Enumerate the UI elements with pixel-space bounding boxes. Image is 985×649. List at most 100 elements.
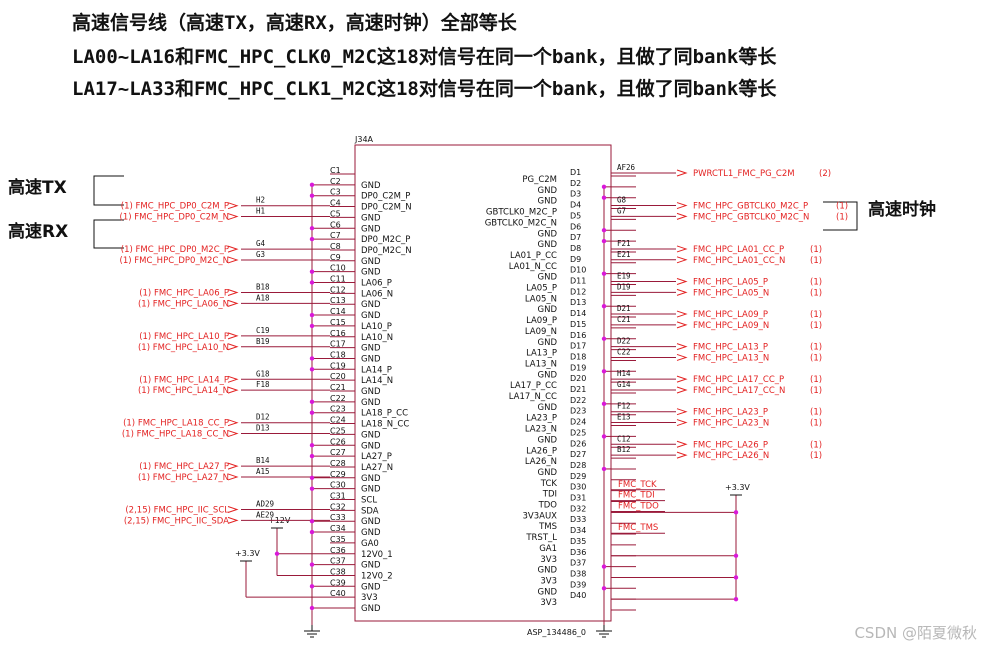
junction-dot — [601, 401, 607, 407]
pin-number-d: D36 — [570, 548, 586, 557]
pin-number-d: D31 — [570, 494, 586, 503]
component-ref: J34A — [354, 135, 374, 144]
pin-number-d: D3 — [570, 190, 581, 199]
ball-label-right: G8 — [617, 196, 627, 205]
pin-number-d: D7 — [570, 233, 581, 242]
pin-number-c: C37 — [330, 557, 346, 566]
net-label-left: (1) FMC_HPC_DP0_C2M_P — [121, 202, 229, 212]
net-label-right: FMC_HPC_LA05_N — [693, 288, 769, 298]
pin-number-c: C24 — [330, 416, 346, 425]
header-line-3: LA17~LA33和FMC_HPC_CLK1_M2C这18对信号在同一个bank… — [72, 78, 777, 100]
pin-number-d: D8 — [570, 244, 581, 253]
pin-name-c: GND — [361, 582, 381, 592]
pin-name-d: LA26_N — [525, 457, 557, 467]
pin-number-c: C27 — [330, 448, 346, 457]
net-ref-right: (1) — [810, 310, 822, 320]
pin-name-d: GND — [538, 186, 558, 196]
pin-name-d: TMS — [538, 522, 557, 532]
pin-name-c: GND — [361, 398, 381, 408]
net-arrow — [676, 288, 688, 296]
pin-number-d: D12 — [570, 287, 586, 296]
pin-name-d: GND — [538, 566, 558, 576]
ball-label-right: D21 — [617, 304, 631, 313]
pin-name-c: 12V0_2 — [361, 571, 393, 581]
pin-number-c: C26 — [330, 437, 346, 446]
net-label-left: (1) FMC_HPC_LA27_P — [139, 462, 229, 472]
pin-number-c: C16 — [330, 329, 346, 338]
pin-number-c: C23 — [330, 405, 346, 414]
pin-name-c: GA0 — [361, 539, 379, 549]
pin-number-d: D18 — [570, 352, 586, 361]
ball-label-right: C21 — [617, 315, 631, 324]
pin-number-d: D11 — [570, 277, 586, 286]
clk-bracket — [823, 201, 858, 231]
ball-label-right: F21 — [617, 239, 631, 248]
component-part: ASP_134486_0 — [527, 628, 586, 637]
pin-number-d: D1 — [570, 168, 581, 177]
net-ref-right: (1) — [810, 278, 822, 288]
ball-label-right: F12 — [617, 402, 631, 411]
pin-name-d: LA23_N — [525, 425, 557, 435]
annotation-clk: 高速时钟 — [868, 199, 936, 220]
net-ref-right: (1) — [810, 321, 822, 331]
pin-name-c: LA10_N — [361, 333, 393, 343]
pin-name-c: GND — [361, 300, 381, 310]
net-label-left: (2,15) FMC_HPC_IIC_SDA — [124, 516, 229, 526]
junction-dot — [601, 336, 607, 341]
junction-dot — [309, 486, 315, 491]
pin-name-c: GND — [361, 528, 381, 538]
pin-name-d: GND — [538, 468, 558, 478]
ball-label-left: B19 — [256, 337, 270, 346]
junction-dot — [733, 553, 739, 558]
pin-name-c: DP0_M2C_N — [361, 246, 412, 256]
pin-number-c: C32 — [330, 502, 346, 511]
pin-number-c: C11 — [330, 275, 346, 284]
ball-label-right: H14 — [617, 369, 631, 378]
pin-name-d: 3V3 — [540, 576, 557, 586]
pin-number-c: C12 — [330, 285, 346, 294]
junction-dot — [309, 519, 315, 524]
pin-name-c: 12V0_1 — [361, 550, 393, 560]
net-label-left: (1) FMC_HPC_LA10_N — [138, 343, 229, 353]
component-body — [354, 144, 612, 622]
ball-label-left: H2 — [256, 196, 265, 205]
pin-name-d: GBTCLK0_M2C_N — [485, 218, 557, 228]
pin-name-d: GND — [538, 435, 558, 445]
pin-name-c: GND — [361, 474, 381, 484]
ball-label-right: E13 — [617, 413, 631, 422]
pin-number-d: D9 — [570, 255, 581, 264]
junction-dot — [601, 564, 607, 569]
pin-name-d: GND — [538, 403, 558, 413]
junction-dot — [601, 195, 607, 200]
pin-name-c: GND — [361, 485, 381, 495]
junction-dot — [309, 226, 315, 231]
net-arrow — [227, 245, 239, 253]
pin-number-d: D40 — [570, 591, 586, 600]
pin-name-c: GND — [361, 387, 381, 397]
pin-name-d: TDI — [542, 490, 557, 500]
pin-name-d: LA23_P — [526, 414, 557, 424]
pin-number-d: D35 — [570, 537, 586, 546]
ball-label-left: G18 — [256, 369, 270, 378]
pin-name-d: TDO — [538, 501, 558, 511]
pin-number-d: D5 — [570, 211, 581, 220]
pin-name-d: 3V3AUX — [523, 511, 558, 521]
power-3v3-left: +3.3V — [235, 549, 260, 558]
pin-number-c: C19 — [330, 361, 346, 370]
net-label-right: FMC_HPC_LA05_P — [693, 278, 768, 288]
junction-dot — [601, 271, 607, 276]
junction-dot — [733, 510, 739, 515]
net-ref-right: (1) — [810, 419, 822, 429]
junction-dot — [733, 596, 739, 602]
pin-number-d: D22 — [570, 396, 586, 405]
net-label-right: FMC_HPC_LA13_P — [693, 343, 768, 353]
pin-number-c: C8 — [330, 242, 341, 251]
net-label-right: FMC_HPC_LA23_N — [693, 419, 769, 429]
pin-number-c: C35 — [330, 535, 346, 544]
header-line-1: 高速信号线（高速TX，高速RX，高速时钟）全部等长 — [72, 12, 517, 34]
ball-label-left: A18 — [256, 293, 270, 302]
pin-number-c: C9 — [330, 253, 341, 262]
net-label-right: FMC_HPC_LA13_N — [693, 353, 769, 363]
ball-label-left: C19 — [256, 326, 270, 335]
net-label-right: FMC_HPC_LA17_CC_P — [693, 375, 784, 385]
